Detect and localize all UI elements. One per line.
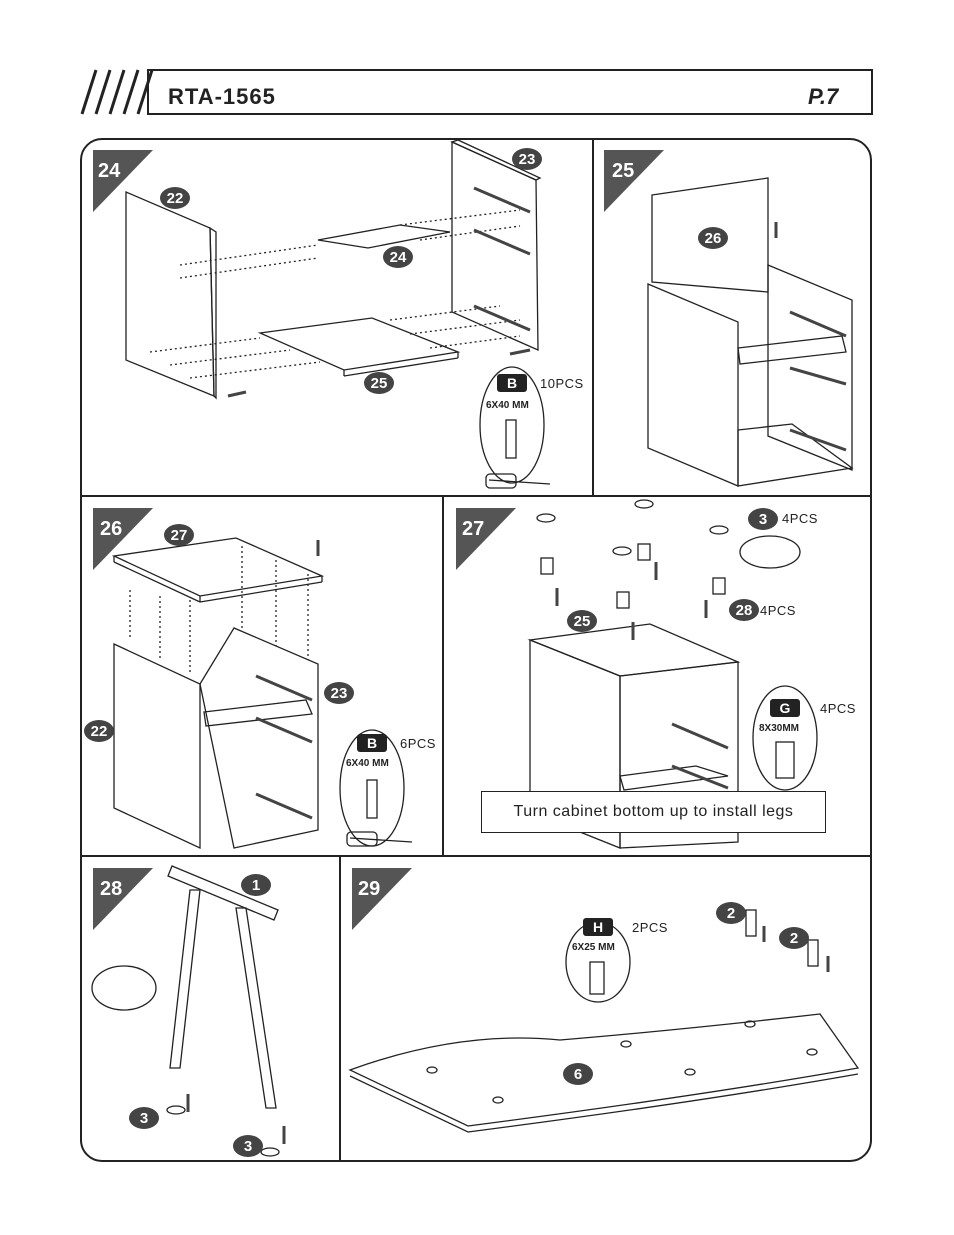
instructions-frame xyxy=(80,138,872,1162)
hardware-spec: 6X40 MM xyxy=(346,758,389,769)
part-callout: 2 xyxy=(779,927,809,949)
part-callout: 25 xyxy=(567,610,597,632)
divider xyxy=(592,139,594,496)
divider xyxy=(339,856,341,1161)
hardware-qty: 4PCS xyxy=(782,511,818,526)
hardware-letter: B xyxy=(497,374,527,392)
divider xyxy=(81,855,871,857)
part-callout: 27 xyxy=(164,524,194,546)
step-number: 29 xyxy=(358,878,381,900)
hardware-spec: 6X25 MM xyxy=(572,942,615,953)
model-number: RTA-1565 xyxy=(168,84,276,109)
part-callout: 23 xyxy=(512,148,542,170)
part-callout: 3 xyxy=(129,1107,159,1129)
hardware-spec: 8X30MM xyxy=(759,723,800,734)
step-number: 25 xyxy=(612,160,635,182)
hardware-qty: 10PCS xyxy=(540,376,584,391)
page-number: P.7 xyxy=(808,84,839,109)
hardware-spec: 6X40 MM xyxy=(486,400,529,411)
part-callout: 26 xyxy=(698,227,728,249)
step-number: 24 xyxy=(98,160,121,182)
hardware-letter: G xyxy=(770,699,800,717)
part-callout: 23 xyxy=(324,682,354,704)
instruction-note: Turn cabinet bottom up to install legs xyxy=(481,791,826,833)
part-callout: 24 xyxy=(383,246,413,268)
step-number: 28 xyxy=(100,878,123,900)
hardware-qty: 6PCS xyxy=(400,736,436,751)
part-callout: 22 xyxy=(160,187,190,209)
part-callout: 25 xyxy=(364,372,394,394)
step-number: 27 xyxy=(462,518,485,540)
divider xyxy=(442,496,444,856)
part-callout: 28 xyxy=(729,599,759,621)
hardware-qty: 4PCS xyxy=(760,603,796,618)
hardware-qty: 4PCS xyxy=(820,701,856,716)
part-callout: 2 xyxy=(716,902,746,924)
divider xyxy=(81,495,871,497)
part-callout: 3 xyxy=(748,508,778,530)
hardware-qty: 2PCS xyxy=(632,920,668,935)
part-callout: 6 xyxy=(563,1063,593,1085)
part-callout: 3 xyxy=(233,1135,263,1157)
hardware-letter: B xyxy=(357,734,387,752)
part-callout: 22 xyxy=(84,720,114,742)
step-number: 26 xyxy=(100,518,123,540)
hardware-letter: H xyxy=(583,918,613,936)
part-callout: 1 xyxy=(241,874,271,896)
